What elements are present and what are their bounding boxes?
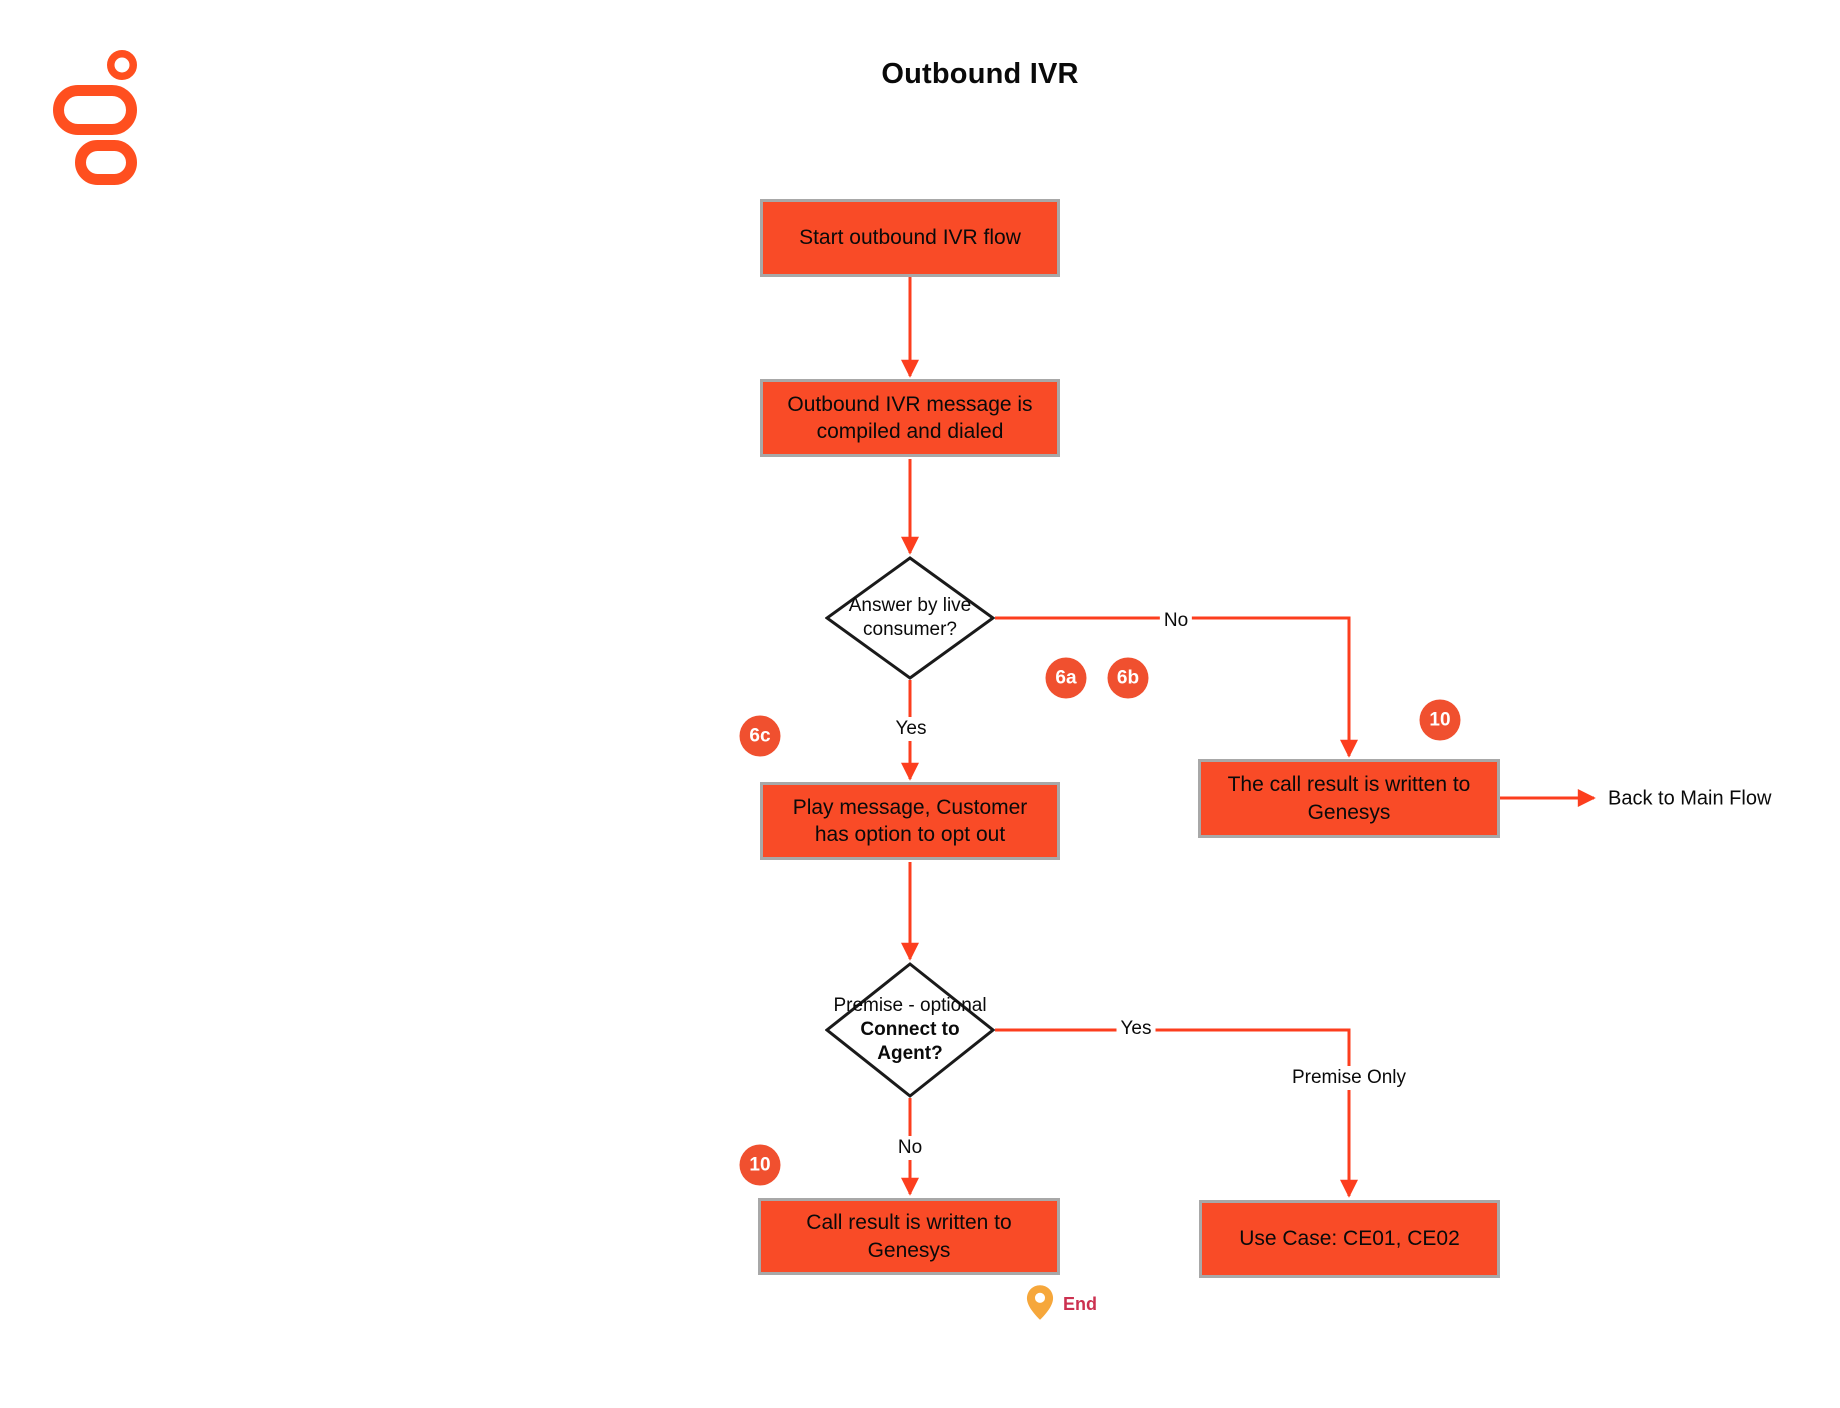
node-use-case: Use Case: CE01, CE02 [1199, 1200, 1500, 1278]
node-call-result-right: The call result is written to Genesys [1198, 759, 1500, 838]
edge-label-premise-no: No [893, 1136, 927, 1160]
node-label: Premise - optional Connect to Agent? [831, 994, 989, 1065]
page-title: Outbound IVR [881, 58, 1079, 90]
edge-answer-no [995, 616, 1358, 758]
edge-premise-yes [995, 1028, 1358, 1198]
node-label: Call result is written to Genesys [806, 1211, 1012, 1262]
node-label: Play message, Customer has option to opt… [792, 795, 1028, 846]
badge-6c: 6c [739, 715, 781, 757]
edge-label-premise-only: Premise Only [1287, 1066, 1411, 1090]
edge-label-premise-yes: Yes [1116, 1017, 1156, 1041]
node-premise-decision: Premise - optional Connect to Agent? [825, 962, 995, 1098]
decision-diamond-shape [825, 556, 995, 680]
location-pin-icon [1026, 1285, 1054, 1320]
edge-label-answer-yes: Yes [891, 717, 931, 741]
end-label: End [1063, 1294, 1097, 1314]
node-label: The call result is written to Genesys [1227, 773, 1471, 824]
back-to-main-flow-label: Back to Main Flow [1608, 787, 1772, 810]
node-call-result-bottom: Call result is written to Genesys [758, 1198, 1060, 1275]
decision-diamond-shape [825, 962, 995, 1098]
node-answer-decision: Answer by live consumer? [825, 556, 995, 680]
node-label-bold: Connect to Agent? [860, 1019, 960, 1064]
node-label-prefix: Premise - optional [833, 995, 987, 1017]
node-label: Outbound IVR message is compiled and dia… [787, 392, 1033, 443]
edge-label-answer-no: No [1159, 609, 1193, 633]
node-play-message: Play message, Customer has option to opt… [760, 782, 1060, 860]
badge-10-right: 10 [1419, 699, 1461, 741]
badge-6b: 6b [1107, 657, 1149, 699]
genesys-logo [53, 50, 137, 185]
badge-10-left: 10 [739, 1144, 781, 1186]
node-start: Start outbound IVR flow [760, 199, 1060, 277]
end-marker: End [1026, 1284, 1097, 1321]
node-label: Use Case: CE01, CE02 [1239, 1227, 1460, 1251]
node-compile: Outbound IVR message is compiled and dia… [760, 379, 1060, 457]
badge-6a: 6a [1045, 657, 1087, 699]
node-label: Start outbound IVR flow [799, 226, 1021, 250]
node-label: Answer by live consumer? [848, 595, 972, 640]
